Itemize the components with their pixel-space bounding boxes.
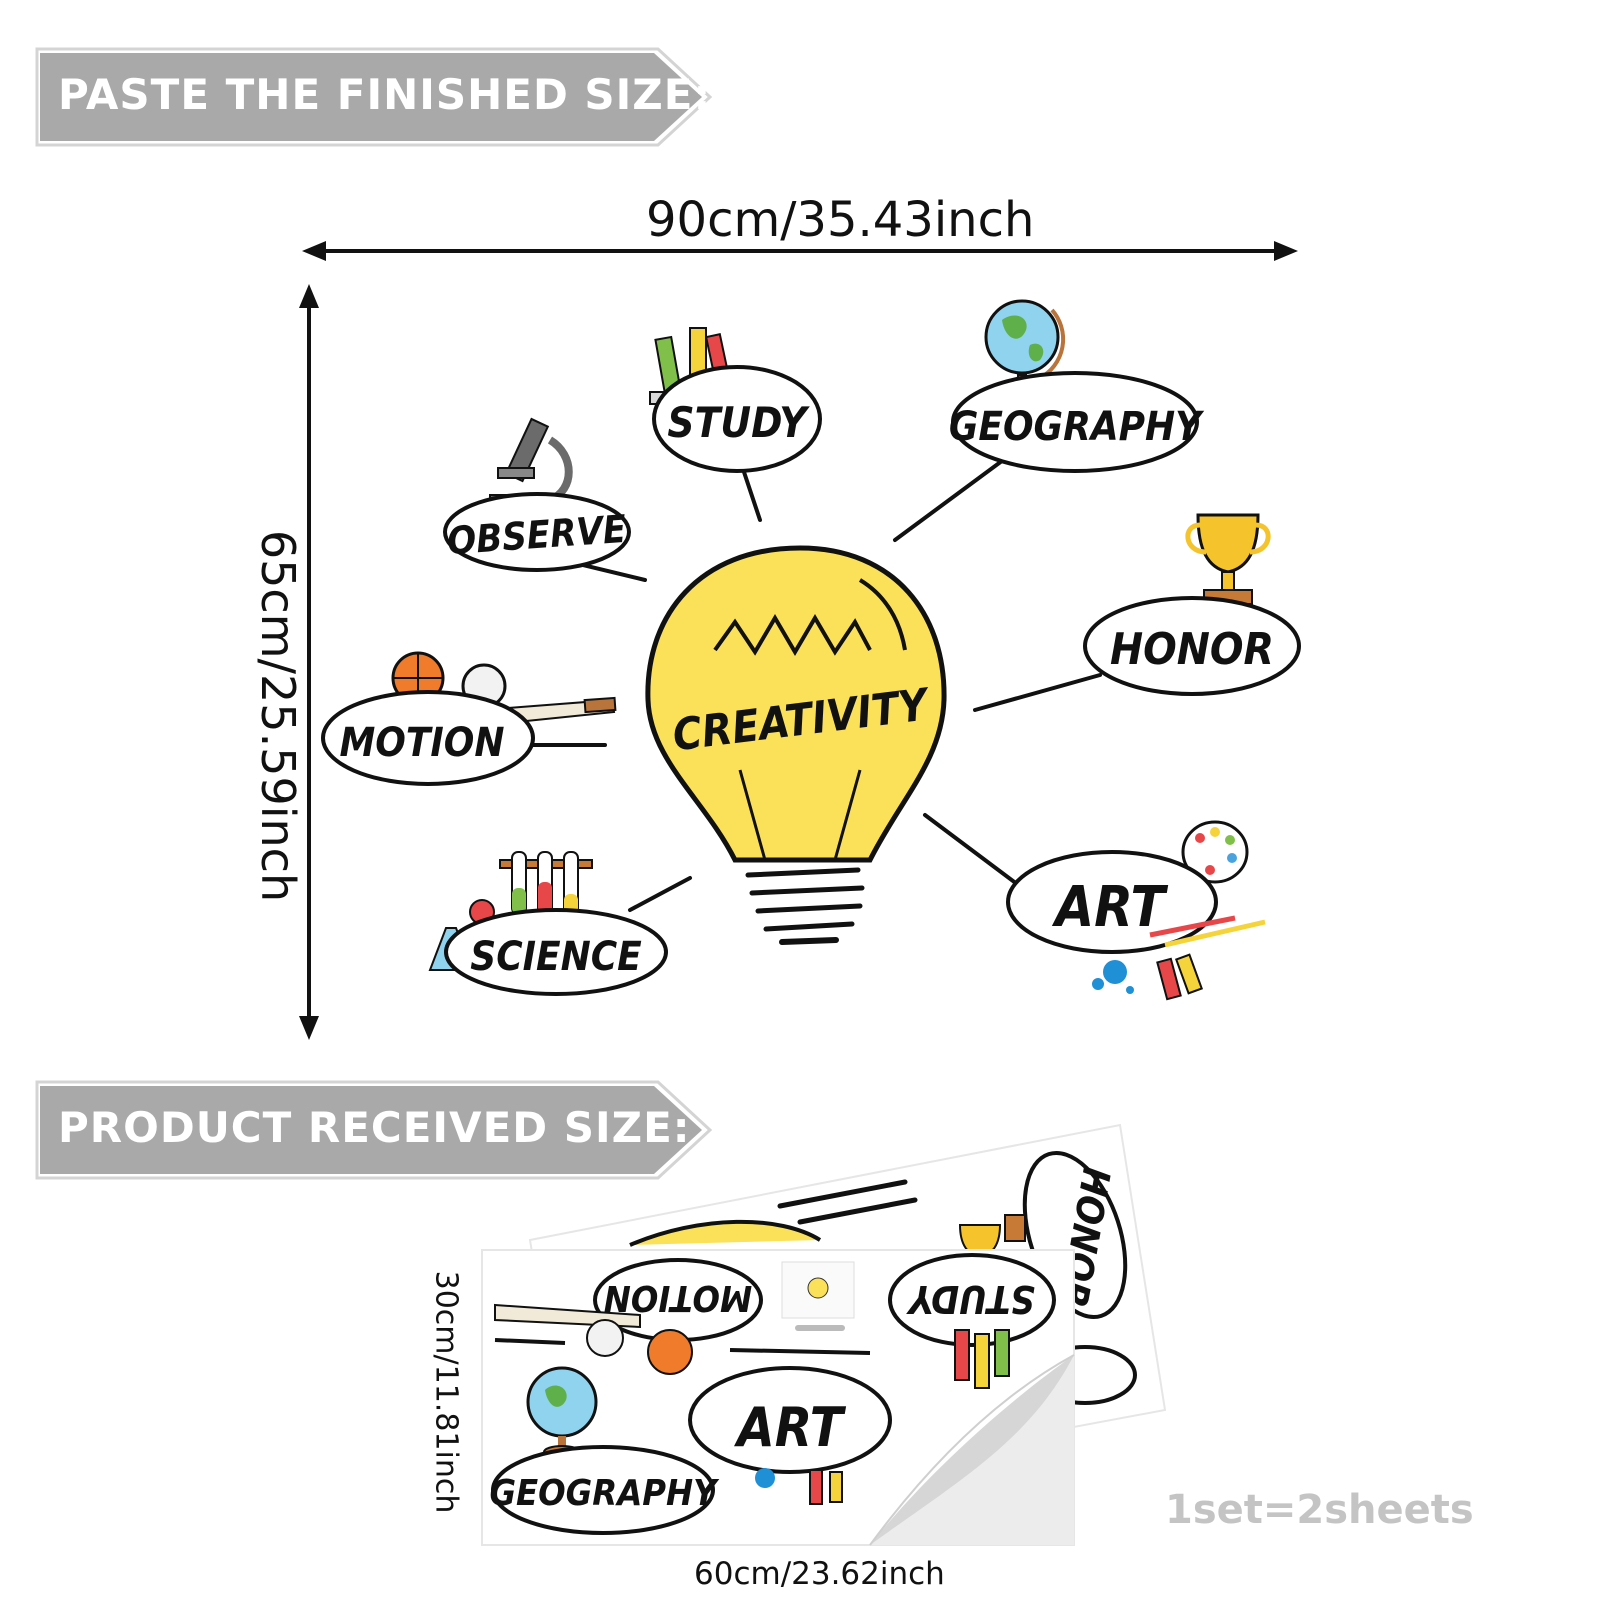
banner-arrow-shape bbox=[35, 1080, 713, 1180]
received-width-label: 60cm/23.62inch bbox=[694, 1556, 945, 1592]
received-size-banner: PRODUCT RECEIVED SIZE: bbox=[34, 1078, 734, 1186]
height-arrow bbox=[299, 284, 319, 1040]
set-sheet-count-note: 1set=2sheets bbox=[1165, 1487, 1474, 1533]
sheet-study-word: STUDY bbox=[906, 1277, 1035, 1321]
sheet-art-word: ART bbox=[733, 1396, 847, 1459]
peeled-corner bbox=[869, 1354, 1075, 1546]
finished-size-banner: PASTE THE FINISHED SIZE: bbox=[34, 45, 734, 153]
sheet-motion-word: MOTION bbox=[604, 1277, 753, 1318]
study-word: STUDY bbox=[667, 398, 810, 447]
sheet-geography-word: GEOGRAPHY bbox=[489, 1473, 720, 1514]
motion-word: MOTION bbox=[339, 720, 504, 766]
geography-word: GEOGRAPHY bbox=[949, 404, 1205, 450]
width-arrow bbox=[302, 241, 1298, 261]
banner-arrow-shape bbox=[35, 47, 713, 147]
finished-size-title: PASTE THE FINISHED SIZE: bbox=[58, 70, 712, 119]
received-height-label: 30cm/11.81inch bbox=[428, 1270, 464, 1514]
paint-palette-icon bbox=[1181, 820, 1249, 884]
science-word: SCIENCE bbox=[470, 934, 642, 980]
received-size-title: PRODUCT RECEIVED SIZE: bbox=[58, 1103, 691, 1152]
art-word: ART bbox=[1051, 875, 1168, 940]
paint-tubes-icon bbox=[1092, 915, 1266, 1001]
light-bulb-icon bbox=[645, 545, 947, 945]
honor-word: HONOR bbox=[1110, 624, 1274, 675]
finished-width-label: 90cm/35.43inch bbox=[646, 192, 1035, 248]
